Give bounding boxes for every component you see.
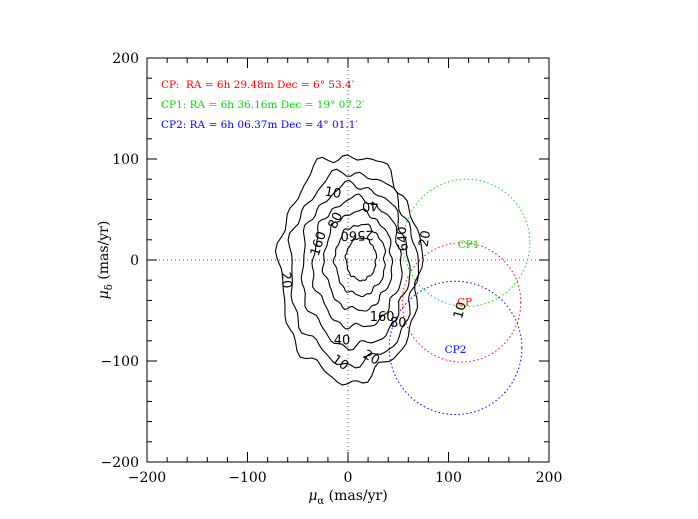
circle-cp1 bbox=[402, 178, 531, 307]
contour-label: 80 bbox=[326, 210, 347, 231]
axis-ticks bbox=[146, 57, 550, 463]
contour-label: 40 bbox=[334, 333, 351, 348]
contour-label: 20 bbox=[277, 271, 293, 289]
x-tick-label: −200 bbox=[128, 470, 166, 486]
contour-2560 bbox=[344, 237, 378, 282]
circle-cp bbox=[401, 242, 522, 363]
contour-label: 80 bbox=[390, 316, 407, 331]
contour-label: 10 bbox=[323, 185, 342, 203]
legend: CP: RA = 6h 29.48m Dec = 6° 53.4′ CP1: RA… bbox=[161, 79, 365, 131]
zero-reference-lines bbox=[147, 58, 549, 462]
legend-entry: CP1: RA = 6h 36.16m Dec = 19° 07.2′ bbox=[161, 99, 365, 111]
y-tick-label: 0 bbox=[130, 253, 139, 269]
y-axis-label: μδ (mas/yr) bbox=[96, 221, 115, 300]
x-tick-label: −100 bbox=[228, 470, 266, 486]
y-tick-label: −200 bbox=[101, 455, 139, 471]
y-tick-label: −100 bbox=[101, 354, 139, 370]
contour-160 bbox=[321, 208, 394, 312]
circle-cp2 bbox=[388, 280, 523, 416]
contour-lines bbox=[274, 154, 424, 386]
contour-label: 640 bbox=[395, 226, 412, 252]
cluster-circles bbox=[388, 178, 531, 416]
contour-label: 160 bbox=[308, 230, 330, 258]
legend-entry: CP2: RA = 6h 06.37m Dec = 4° 01.1′ bbox=[161, 119, 358, 131]
circle-label-cp1: CP1 bbox=[458, 239, 480, 251]
contour-label: 20 bbox=[417, 229, 435, 248]
contour-label: 20 bbox=[360, 347, 382, 368]
contour-40 bbox=[300, 179, 411, 351]
y-tick-label: 100 bbox=[112, 152, 139, 168]
x-axis-label: μα (mas/yr) bbox=[308, 488, 387, 507]
contour-20 bbox=[287, 168, 420, 369]
legend-entry: CP: RA = 6h 29.48m Dec = 6° 53.4′ bbox=[161, 79, 355, 91]
contour-640 bbox=[332, 223, 386, 298]
x-tick-label: 200 bbox=[536, 470, 563, 486]
circle-label-cp: CP bbox=[457, 296, 472, 308]
x-tick-label: 0 bbox=[344, 470, 353, 486]
contour-label: 2560 bbox=[340, 227, 374, 243]
contour-label: 40 bbox=[361, 197, 379, 213]
contour-label: 10 bbox=[451, 301, 470, 321]
tick-labels: −200 −100 0 100 200 −200 −100 0 100 200 bbox=[101, 51, 563, 486]
contour-label: 160 bbox=[370, 310, 395, 325]
circle-label-cp2: CP2 bbox=[445, 344, 467, 356]
x-tick-label: 100 bbox=[435, 470, 462, 486]
contour-80 bbox=[311, 193, 403, 330]
contour-10 bbox=[274, 154, 424, 386]
y-tick-label: 200 bbox=[112, 51, 139, 67]
